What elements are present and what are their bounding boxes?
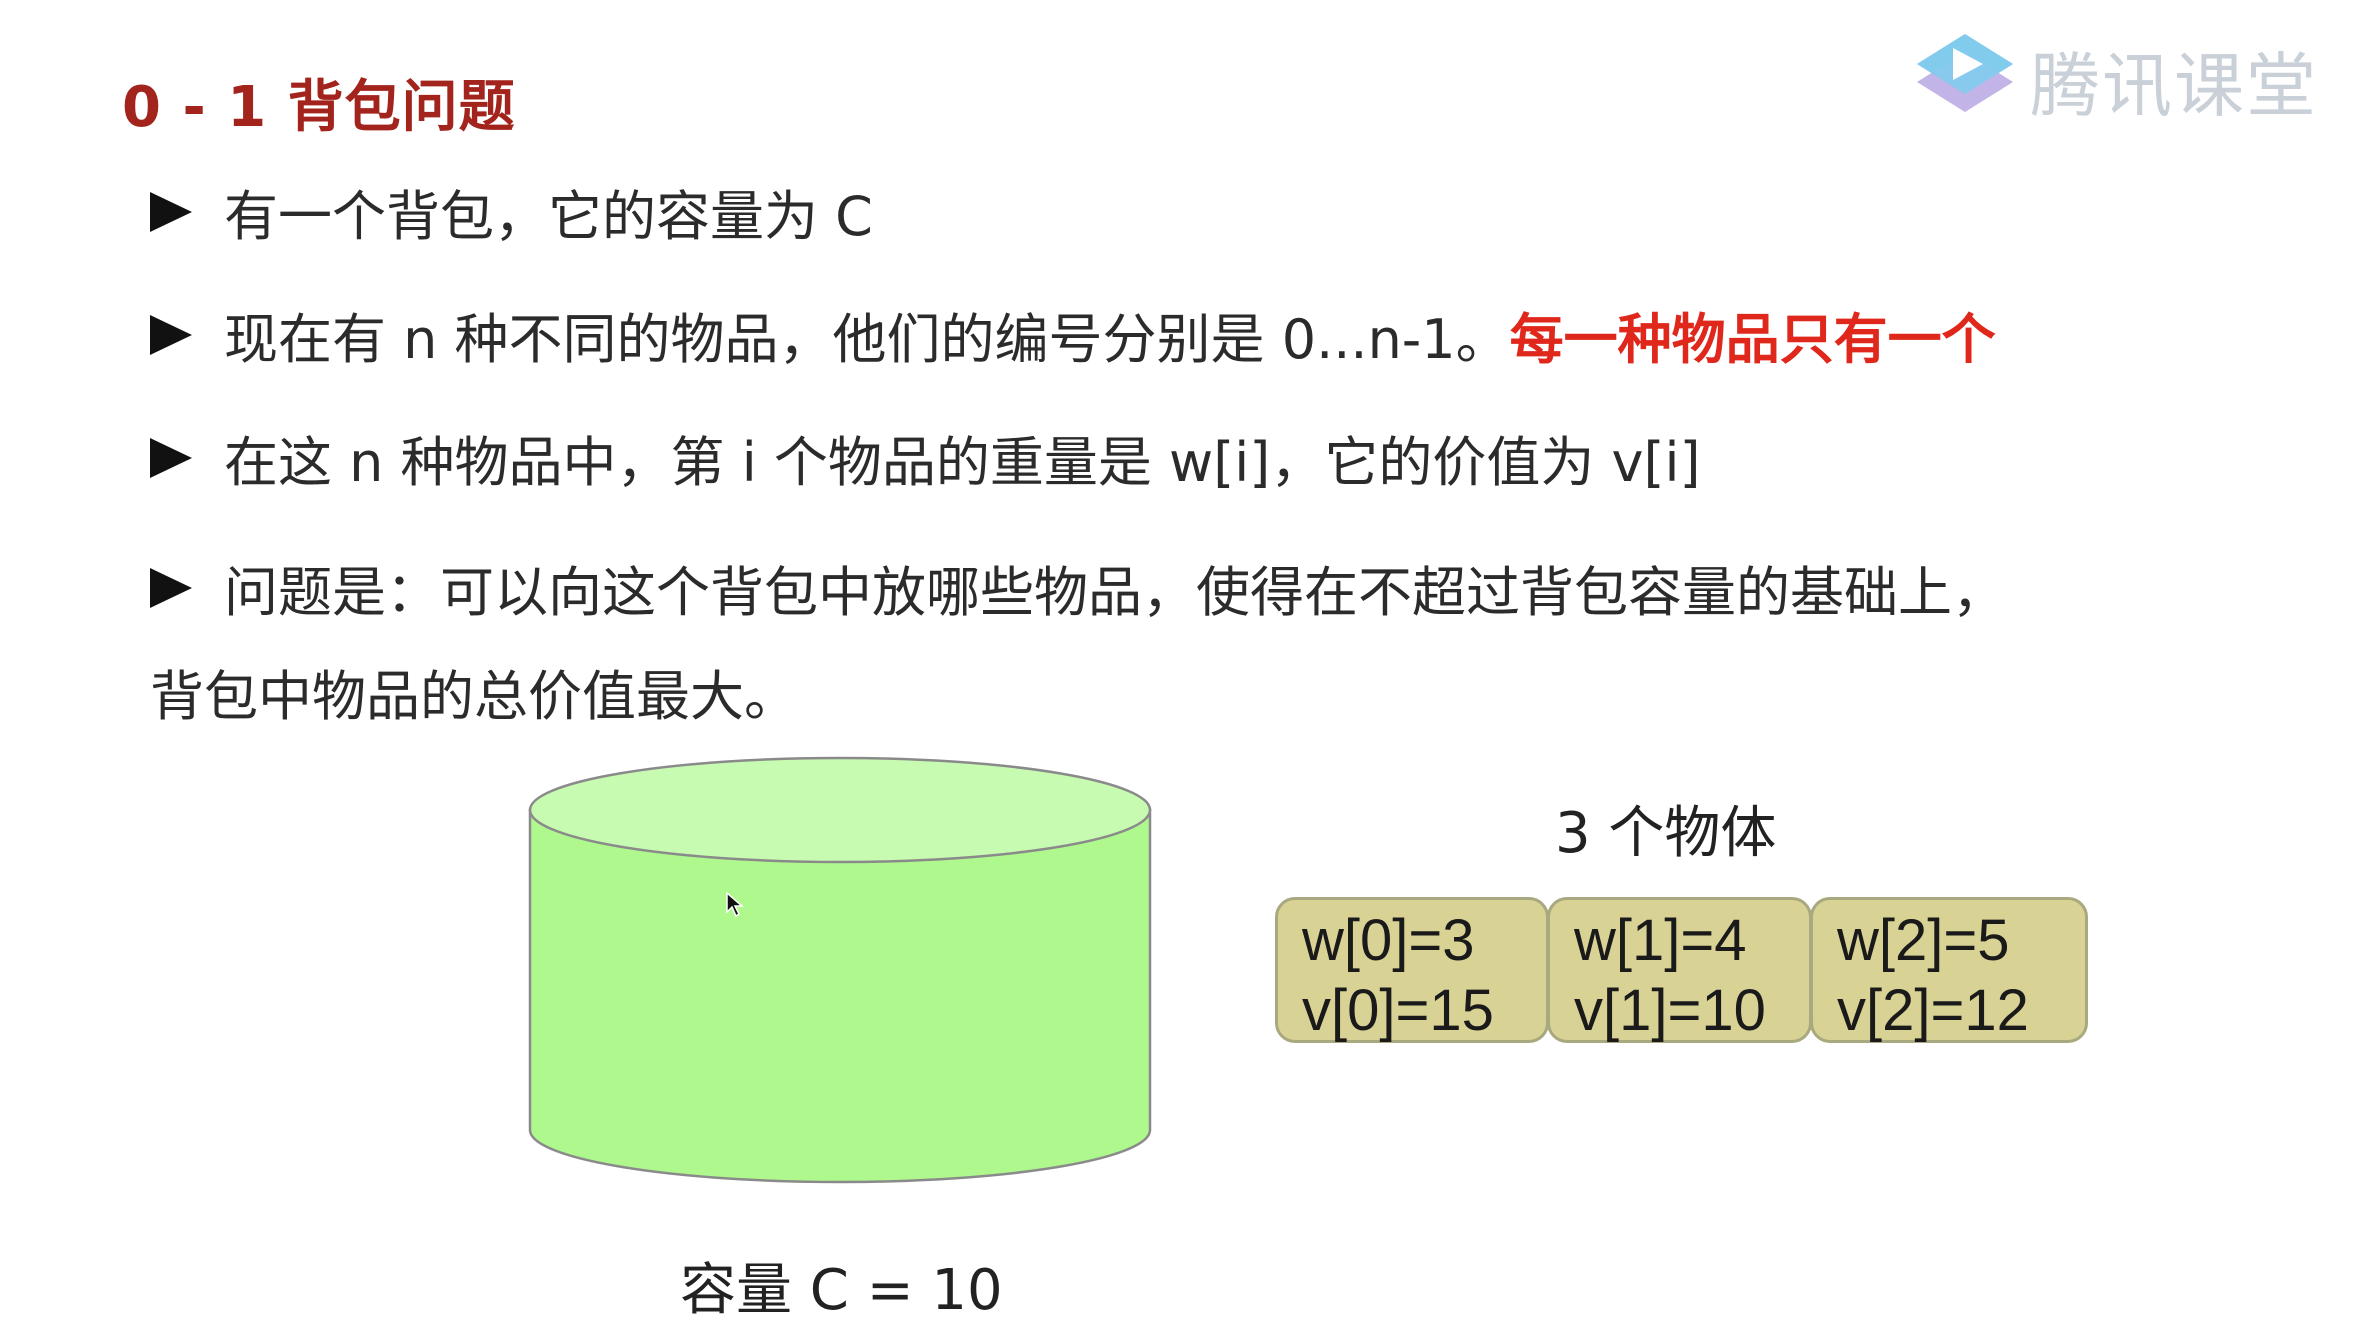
tencent-classroom-logo-icon	[1917, 34, 2013, 112]
bullet-highlight: 每一种物品只有一个	[1509, 308, 1996, 371]
arrow-bullet-icon	[150, 314, 192, 355]
arrow-bullet-icon	[150, 567, 192, 608]
tencent-classroom-logo: 腾讯课堂	[1905, 22, 2316, 127]
knapsack-cylinder	[528, 756, 1152, 1184]
item-weight: w[0]=3	[1302, 908, 1475, 973]
slide-title: 0 - 1 背包问题	[122, 75, 516, 140]
bullet-text: 有一个背包，它的容量为 C	[224, 185, 873, 248]
item-2: w[2]=5 v[2]=12	[1810, 897, 2088, 1043]
bullet-question: 问题是：可以向这个背包中放哪些物品，使得在不超过背包容量的基础上，	[150, 548, 2006, 627]
mouse-cursor-icon	[726, 892, 744, 918]
logo-text: 腾讯课堂	[2030, 45, 2318, 127]
item-weight: w[2]=5	[1837, 908, 2010, 973]
item-1: w[1]=4 v[1]=10	[1547, 897, 1812, 1043]
item-0: w[0]=3 v[0]=15	[1275, 897, 1549, 1043]
items-title: 3 个物体	[1555, 801, 1777, 866]
bullet-continuation: 背包中物品的总价值最大。	[150, 665, 798, 728]
item-value: v[0]=15	[1302, 978, 1494, 1043]
arrow-bullet-icon	[150, 437, 192, 478]
bullet-items: 现在有 n 种不同的物品，他们的编号分别是 0...n-1。 每一种物品只有一个	[150, 295, 1996, 374]
bullet-weight-value: 在这 n 种物品中，第 i 个物品的重量是 w[i]，它的价值为 v[i]	[150, 418, 1701, 497]
item-value: v[2]=12	[1837, 978, 2029, 1043]
bullet-text: 问题是：可以向这个背包中放哪些物品，使得在不超过背包容量的基础上，	[224, 561, 2006, 624]
arrow-bullet-icon	[150, 191, 192, 232]
bullet-capacity: 有一个背包，它的容量为 C	[150, 172, 873, 251]
item-weight: w[1]=4	[1574, 908, 1747, 973]
capacity-label: 容量 C = 10	[680, 1258, 1003, 1323]
bullet-text: 现在有 n 种不同的物品，他们的编号分别是 0...n-1。	[224, 308, 1510, 371]
bullet-text: 在这 n 种物品中，第 i 个物品的重量是 w[i]，它的价值为 v[i]	[224, 431, 1701, 494]
item-value: v[1]=10	[1574, 978, 1766, 1043]
